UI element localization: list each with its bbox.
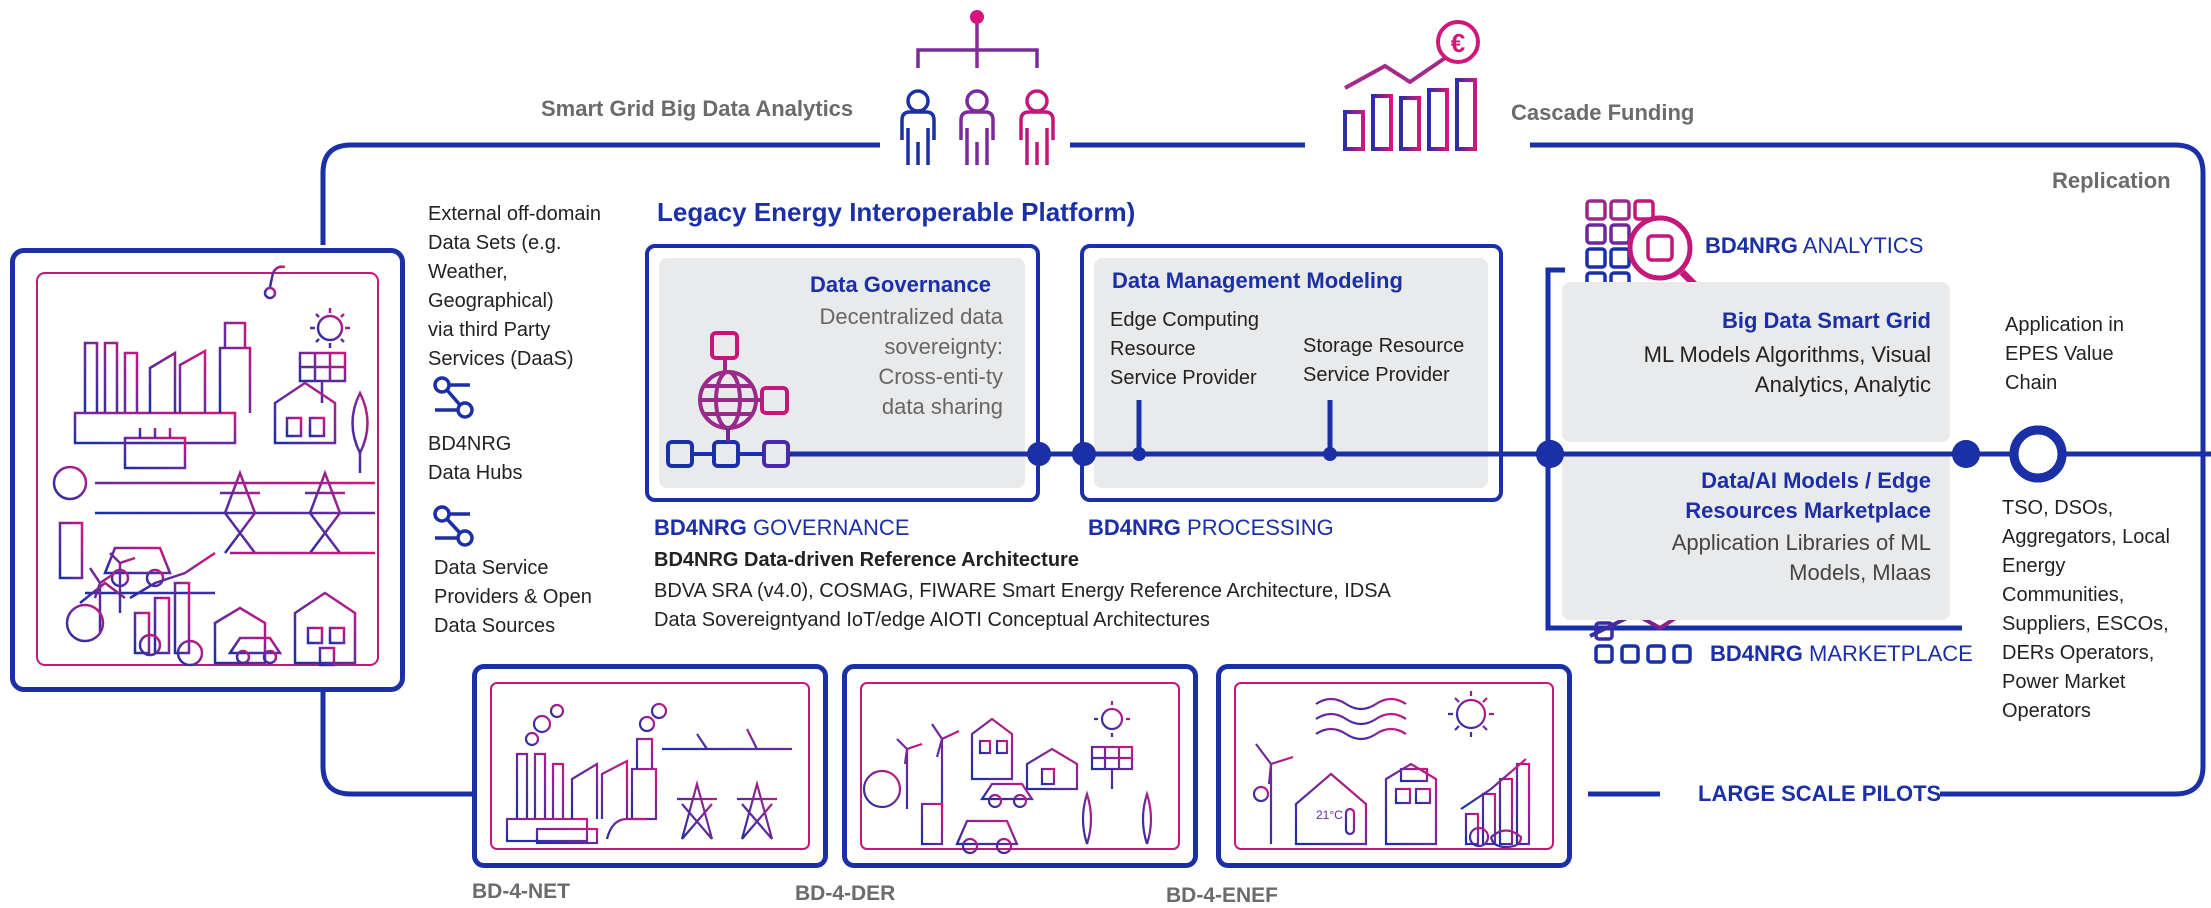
processing-label: BD4NRG PROCESSING — [1088, 515, 1334, 540]
euro-icon: € — [1436, 20, 1480, 64]
analytics-panel — [1562, 282, 1950, 442]
svg-text:€: € — [1451, 28, 1465, 58]
pilot-net-box — [472, 664, 828, 868]
analytics-label: BD4NRG ANALYTICS — [1705, 233, 1924, 258]
marketplace-panel — [1562, 452, 1950, 620]
svg-text:21°C: 21°C — [1316, 808, 1343, 822]
analytics-title: Big Data Smart Grid — [1721, 308, 1931, 333]
pilot-der-box — [842, 664, 1198, 868]
smart-grid-label: Smart Grid Big Data Analytics — [541, 96, 854, 121]
city-box — [10, 248, 405, 692]
city-illustration — [36, 265, 379, 667]
marketplace-label: BD4NRG MARKETPLACE — [1710, 641, 1973, 666]
funding-chart-icon — [1331, 56, 1490, 151]
reference-architecture-title: BD4NRG Data-driven Reference Architectur… — [654, 549, 1079, 571]
pilot-der-illustration — [860, 682, 1180, 855]
governance-label: BD4NRG GOVERNANCE — [654, 515, 910, 540]
governance-box — [645, 244, 1040, 502]
replication-label: Replication — [2052, 168, 2171, 193]
reference-architecture-text: BDVA SRA (v4.0), COSMAG, FIWARE Smart En… — [654, 580, 1391, 631]
pilot-der-label: BD-4-DER — [795, 882, 896, 905]
pilot-enef-box: 21°C — [1216, 664, 1572, 868]
pilot-enef-label: BD-4-ENEF — [1166, 884, 1279, 907]
platform-title: Legacy Energy Interoperable Platform) — [657, 197, 1136, 227]
hub-link-icon — [433, 376, 474, 547]
epes-node — [2009, 425, 2067, 483]
governance-title: Data Governance — [810, 272, 991, 297]
processing-title: Data Management Modeling — [1112, 268, 1403, 293]
pilot-enef-illustration: 21°C — [1234, 682, 1554, 850]
people-hierarchy-icon — [900, 10, 1055, 165]
pilot-net-label: BD-4-NET — [472, 880, 570, 903]
analytics-grid-icon — [1585, 199, 1703, 293]
outer-loop — [320, 142, 2206, 797]
pilot-net-illustration — [490, 682, 810, 850]
large-scale-pilots-label: LARGE SCALE PILOTS — [1698, 781, 1942, 806]
processing-panel — [1094, 258, 1488, 488]
cascade-funding-label: Cascade Funding — [1511, 100, 1695, 125]
processing-box — [1080, 244, 1503, 502]
